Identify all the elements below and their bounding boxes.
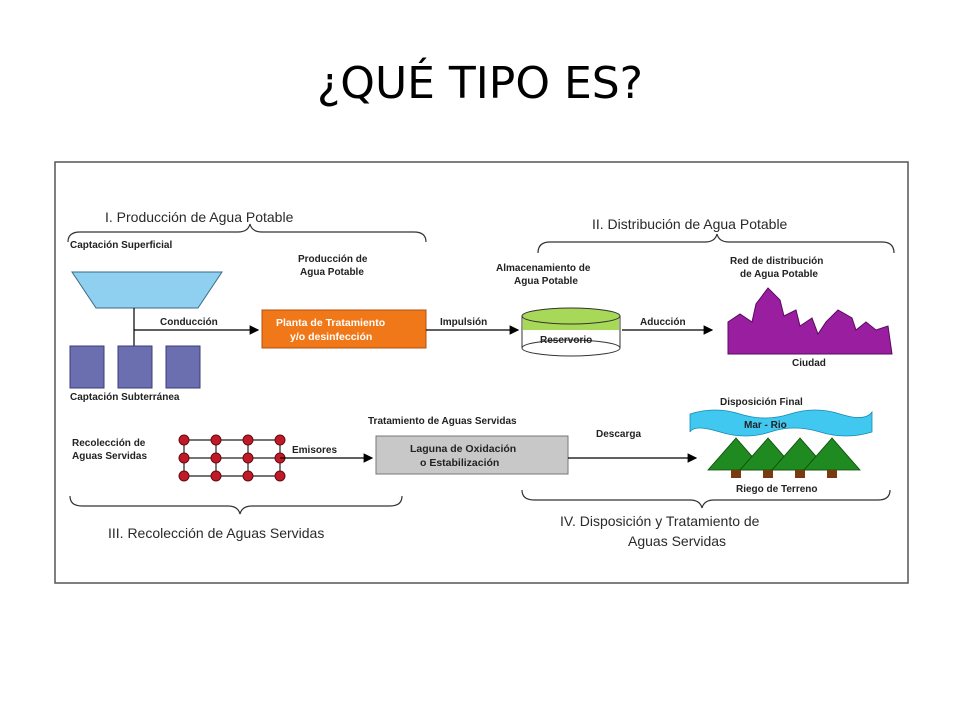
section-collection-title: III. Recolección de Aguas Servidas xyxy=(108,525,324,541)
brace-production xyxy=(67,223,427,243)
label-irrigation: Riego de Terreno xyxy=(736,484,818,495)
section-disposal-title-2: Aguas Servidas xyxy=(628,533,726,549)
label-treatment: Tratamiento de Aguas Servidas xyxy=(368,416,517,427)
water-band xyxy=(689,409,873,437)
label-underground-capture: Captación Subterránea xyxy=(70,392,180,403)
label-final-disposal: Disposición Final xyxy=(720,397,803,408)
well-2 xyxy=(117,345,153,389)
brace-disposal xyxy=(521,489,891,509)
tree-trunks xyxy=(731,470,837,478)
section-disposal-title-1: IV. Disposición y Tratamiento de xyxy=(560,513,760,529)
sewer-nodes xyxy=(178,434,286,482)
section-production-title: I. Producción de Agua Potable xyxy=(105,209,294,225)
label-network-2: de Agua Potable xyxy=(740,269,818,280)
surface-tank xyxy=(71,271,223,309)
label-sea-river: Mar - Rio xyxy=(744,420,787,431)
brace-distribution xyxy=(537,233,895,254)
label-production-1: Producción de xyxy=(298,254,368,265)
section-distribution-title: II. Distribución de Agua Potable xyxy=(592,216,788,232)
label-collection-1: Recolección de xyxy=(72,438,146,449)
label-lagoon-1: Laguna de Oxidación xyxy=(410,443,516,455)
label-plant-2: y/o desinfección xyxy=(290,331,372,343)
well-1 xyxy=(69,345,105,389)
label-network-1: Red de distribución xyxy=(730,256,823,267)
reservoir-cylinder xyxy=(521,307,621,357)
label-lagoon-2: o Estabilización xyxy=(420,457,499,469)
slide-title: ¿QUÉ TIPO ES? xyxy=(316,58,644,109)
lagoon-box xyxy=(375,435,569,475)
treatment-plant-box xyxy=(261,309,427,349)
label-city: Ciudad xyxy=(792,358,826,369)
label-production-2: Agua Potable xyxy=(300,267,364,278)
label-emisores: Emisores xyxy=(292,445,337,456)
label-collection-2: Aguas Servidas xyxy=(72,451,147,462)
label-storage-2: Agua Potable xyxy=(514,276,578,287)
label-conduction: Conducción xyxy=(160,317,218,328)
label-descarga: Descarga xyxy=(596,429,641,440)
brace-collection xyxy=(69,495,403,515)
city-skyline xyxy=(727,287,893,355)
label-aduccion: Aducción xyxy=(640,317,686,328)
label-plant-1: Planta de Tratamiento xyxy=(276,317,385,329)
well-3 xyxy=(165,345,201,389)
label-storage-1: Almacenamiento de xyxy=(496,263,591,274)
label-impulsion: Impulsión xyxy=(440,317,487,328)
trees xyxy=(707,437,861,471)
label-reservoir: Reservorio xyxy=(540,335,592,346)
label-surface-capture: Captación Superficial xyxy=(70,240,172,251)
